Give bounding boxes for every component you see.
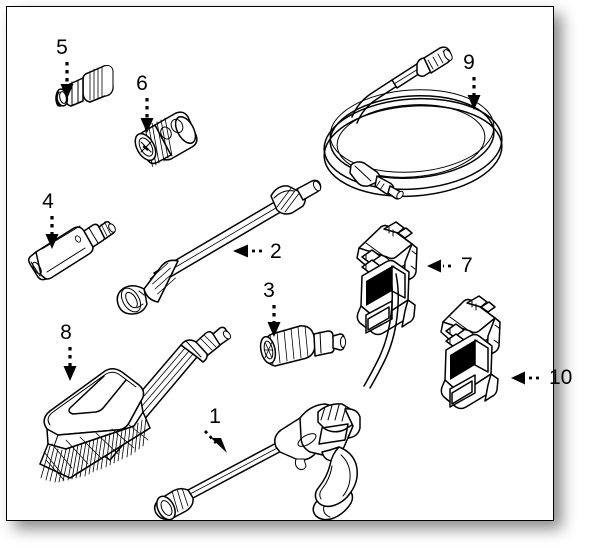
callout-2-label: 2 <box>270 240 282 263</box>
part-2-extension-wand <box>116 179 322 315</box>
callout-2: 2 <box>233 240 282 263</box>
part-3-quick-connect-coupler <box>259 325 347 367</box>
callout-4: 4 <box>42 190 59 249</box>
callout-7-label: 7 <box>461 254 473 277</box>
part-6-rotary-turbo-nozzle <box>134 111 198 167</box>
callout-9: 9 <box>463 51 481 110</box>
part-4-fan-spray-nozzle <box>27 221 116 281</box>
callout-10-label: 10 <box>549 366 572 389</box>
part-7-power-cord-switch-assembly <box>356 221 418 389</box>
callout-8: 8 <box>60 321 77 381</box>
callout-9-label: 9 <box>463 51 475 74</box>
callout-1-label: 1 <box>209 405 221 428</box>
callout-3-label: 3 <box>263 279 275 302</box>
part-10-switch-module <box>440 295 501 410</box>
part-1-spray-gun-with-lance <box>153 403 361 521</box>
callout-7: 7 <box>427 254 473 277</box>
callout-8-label: 8 <box>60 321 72 344</box>
part-9-high-pressure-hose <box>323 46 503 200</box>
callout-10: 10 <box>511 366 572 389</box>
callout-6: 6 <box>136 72 154 133</box>
callout-1: 1 <box>203 405 227 453</box>
callout-5-label: 5 <box>56 36 68 59</box>
callout-4-label: 4 <box>42 190 54 213</box>
part-5-adjustable-nozzle-tip <box>55 65 114 107</box>
part-8-wash-brush <box>39 326 232 483</box>
callout-3: 3 <box>263 279 281 337</box>
callout-6-label: 6 <box>136 72 148 95</box>
callout-5: 5 <box>56 36 74 99</box>
